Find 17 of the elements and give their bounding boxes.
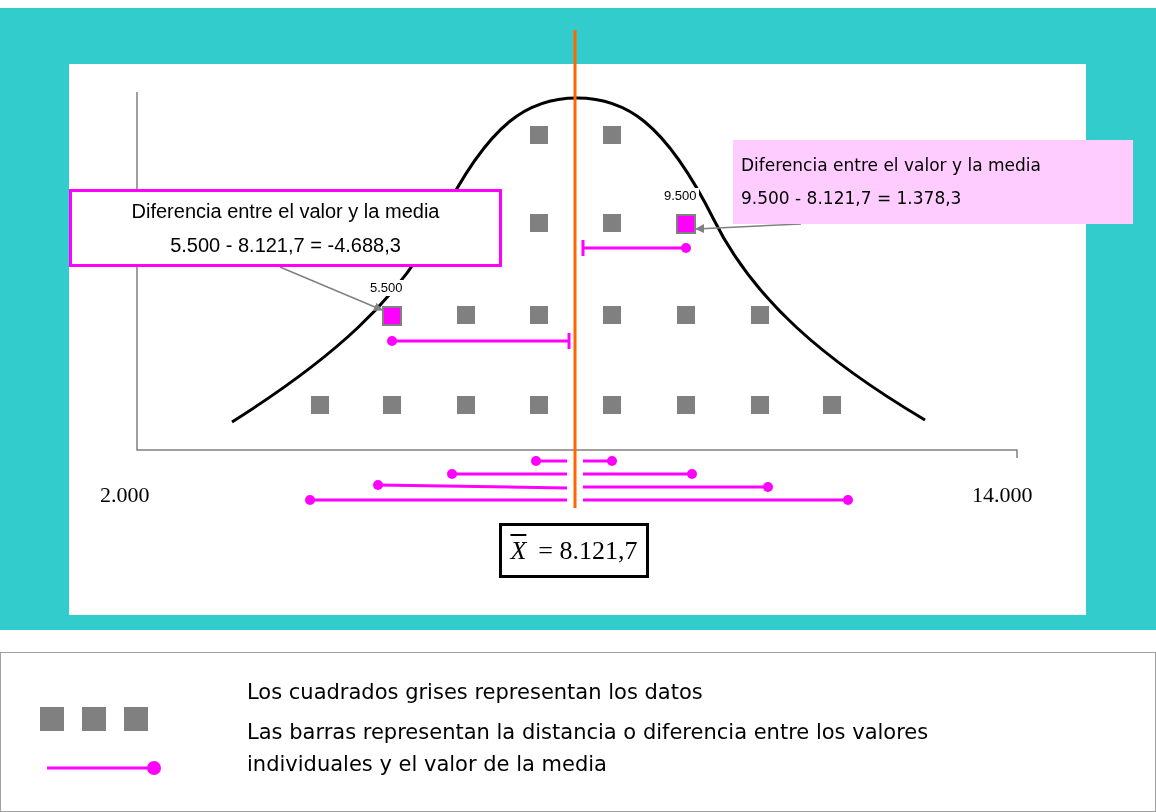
callout-box <box>69 189 502 267</box>
mean-formula-box <box>499 523 649 578</box>
data-value-label: 5.500 <box>368 280 405 296</box>
axis-tick-label: 14.000 <box>972 481 1033 509</box>
callout-text: Diferencia entre el valor y la media <box>741 153 1042 177</box>
mean-value: = 8.121,7 <box>538 535 638 567</box>
callout-text: Diferencia entre el valor y la media <box>131 199 440 224</box>
legend-text: Los cuadrados grises representan los datos <box>247 679 704 706</box>
legend-text: Las barras representan la distancia o diferencia entre los valores individuales y el valor de la media <box>247 719 930 778</box>
mean-symbol: X <box>510 535 527 567</box>
callout-text: 5.500 - 8.121,7 = -4.688,3 <box>170 233 401 258</box>
callout-box <box>733 140 1133 224</box>
highlighted-data-square <box>382 306 402 326</box>
leader-arrow <box>279 266 383 311</box>
highlighted-data-square <box>676 214 696 234</box>
axis-tick-label: 2.000 <box>100 481 150 509</box>
callout-text: 9.500 - 8.121,7 = 1.378,3 <box>741 187 963 210</box>
